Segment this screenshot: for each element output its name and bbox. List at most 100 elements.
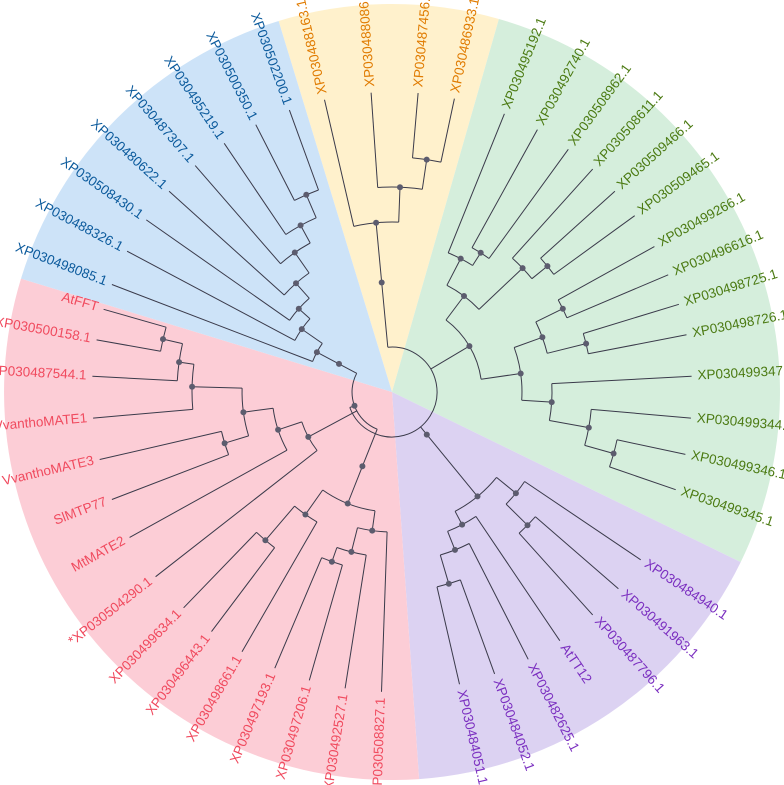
support-dot-16 <box>610 450 617 457</box>
branch-11 <box>412 93 419 158</box>
branch-78 <box>347 466 363 504</box>
support-dot-24 <box>351 402 358 409</box>
branch-23 <box>488 149 569 259</box>
support-dot-40 <box>313 349 320 356</box>
branch-97 <box>308 410 357 438</box>
branch-9 <box>421 159 428 190</box>
branch-142 <box>288 109 319 191</box>
branch-arc-0 <box>349 346 438 438</box>
branch-55 <box>426 434 478 497</box>
branch-92 <box>241 521 318 653</box>
branch-63 <box>518 532 594 616</box>
branch-108 <box>99 430 222 460</box>
branch-96 <box>183 531 257 609</box>
branch-109 <box>192 386 243 389</box>
support-dot-28 <box>348 548 355 555</box>
branch-42 <box>588 334 687 355</box>
branch-119 <box>338 363 357 374</box>
branch-17 <box>446 258 462 286</box>
branch-133 <box>294 252 310 274</box>
support-dot-3 <box>423 156 430 163</box>
branch-93 <box>265 505 295 541</box>
support-dot-25 <box>359 463 366 470</box>
support-dot-43 <box>293 280 299 287</box>
support-dot-13 <box>583 340 590 347</box>
branch-126 <box>126 250 296 341</box>
branch-107 <box>111 454 229 500</box>
support-dot-32 <box>305 433 312 440</box>
branch-29 <box>540 190 616 259</box>
support-dot-31 <box>262 537 269 544</box>
support-dot-27 <box>369 527 376 534</box>
support-dot-19 <box>512 490 519 497</box>
branch-88 <box>308 564 343 681</box>
branch-80 <box>371 510 376 531</box>
branch-103 <box>243 407 274 413</box>
support-dot-38 <box>160 336 166 343</box>
branch-52 <box>609 466 676 491</box>
branch-129 <box>146 219 290 321</box>
clade-sector-green <box>392 19 780 563</box>
branch-95 <box>211 547 275 632</box>
branch-70 <box>439 554 450 584</box>
branch-19 <box>447 113 505 254</box>
branch-123 <box>111 284 313 362</box>
support-dot-7 <box>477 249 484 256</box>
support-dot-30 <box>302 511 309 518</box>
branch-41 <box>583 303 680 334</box>
branch-130 <box>295 282 310 299</box>
branch-27 <box>531 265 548 280</box>
branch-22 <box>471 129 538 248</box>
clade-sector-orange <box>278 4 499 393</box>
branch-46 <box>549 420 589 429</box>
branch-115 <box>162 338 183 345</box>
support-dot-21 <box>459 521 466 528</box>
support-dot-22 <box>452 546 458 553</box>
branch-31 <box>481 373 521 380</box>
branch-136 <box>300 225 311 244</box>
branch-69 <box>468 543 529 660</box>
branch-12 <box>440 98 455 163</box>
branch-5 <box>324 99 355 227</box>
support-dot-11 <box>539 334 546 341</box>
branch-66 <box>475 516 561 641</box>
branch-37 <box>557 246 655 301</box>
branch-45 <box>551 375 692 385</box>
support-dot-46 <box>303 191 310 198</box>
support-dot-23 <box>445 580 452 587</box>
branch-48 <box>591 408 691 419</box>
branch-35 <box>535 308 564 323</box>
support-dot-5 <box>461 293 467 299</box>
branch-89 <box>274 557 323 669</box>
support-dot-42 <box>295 305 302 312</box>
leaf-label: XP030499347.1 <box>697 363 784 383</box>
support-dot-36 <box>189 383 196 390</box>
branch-51 <box>616 439 686 455</box>
branch-15 <box>445 295 465 321</box>
branch-26 <box>512 168 594 259</box>
branch-57 <box>496 477 517 494</box>
branch-124 <box>301 328 323 344</box>
support-dot-17 <box>423 431 430 438</box>
node-markers <box>160 156 617 587</box>
branch-59 <box>524 481 641 561</box>
support-dot-29 <box>328 558 335 565</box>
branch-114 <box>92 375 178 382</box>
clade-sector-blue <box>21 21 392 392</box>
support-dot-15 <box>585 424 592 431</box>
branch-100 <box>277 421 302 431</box>
branch-135 <box>194 165 281 265</box>
branch-62 <box>535 516 619 590</box>
branch-90 <box>304 489 324 515</box>
support-dot-8 <box>519 265 526 272</box>
support-dot-0 <box>378 279 385 286</box>
branch-67 <box>447 531 456 551</box>
support-dot-37 <box>176 359 183 366</box>
branch-99 <box>155 450 318 578</box>
branch-141 <box>255 124 295 201</box>
branch-8 <box>370 92 379 188</box>
branch-118 <box>103 308 167 328</box>
support-dot-39 <box>336 360 342 367</box>
branch-117 <box>96 339 161 352</box>
